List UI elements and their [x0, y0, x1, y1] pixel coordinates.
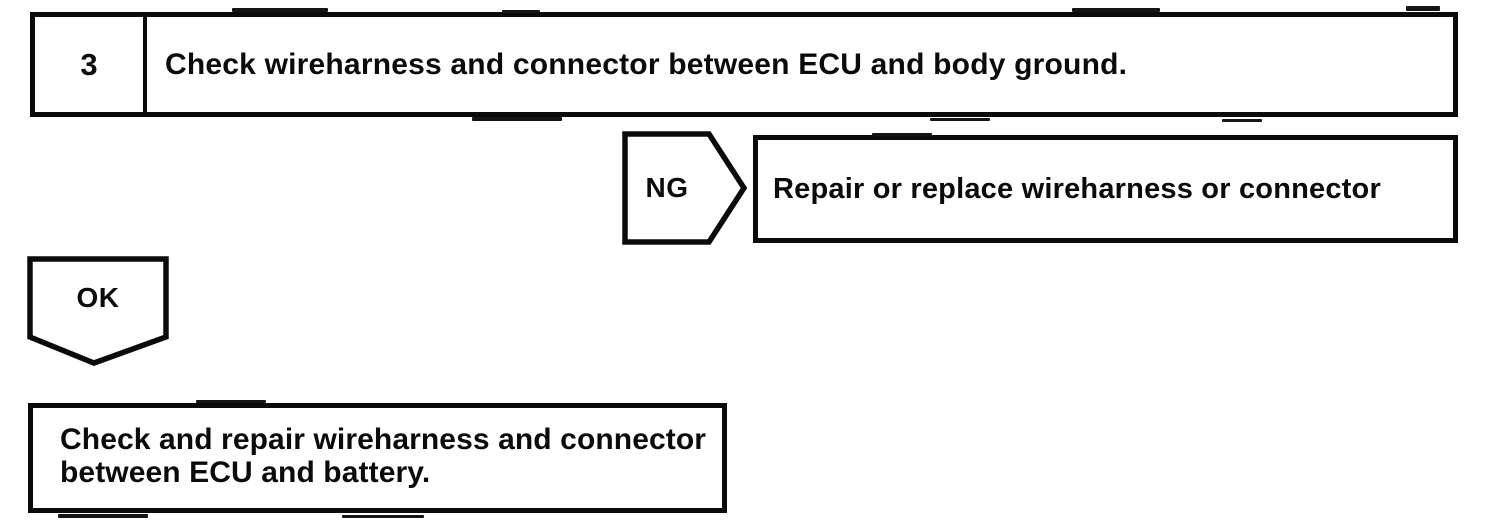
scan-artifact [872, 133, 932, 136]
scan-artifact [1072, 8, 1160, 12]
scan-artifact [502, 10, 540, 13]
ok-result-box: Check and repair wireharness and connect… [28, 403, 727, 513]
step-number: 3 [80, 46, 98, 82]
scan-artifact [232, 8, 328, 12]
step-instruction-cell: Check wireharness and connector between … [147, 17, 1453, 112]
ng-pentagon-shape [622, 131, 747, 245]
ng-action-text: Repair or replace wireharness or connect… [773, 172, 1381, 205]
ok-connector-arrow-icon [27, 256, 169, 366]
scan-artifact [472, 117, 562, 121]
scan-artifact [1222, 119, 1262, 122]
scan-artifact [1406, 6, 1440, 11]
step-instruction: Check wireharness and connector between … [165, 47, 1128, 81]
ok-result-line: between ECU and battery. [60, 456, 431, 489]
step-number-cell: 3 [35, 17, 147, 112]
step-box: 3 Check wireharness and connector betwee… [30, 12, 1458, 117]
ng-action-box: Repair or replace wireharness or connect… [753, 135, 1458, 243]
ok-result-line: Check and repair wireharness and connect… [60, 423, 707, 456]
ok-pentagon-shape [27, 256, 169, 366]
scan-artifact [342, 515, 424, 518]
ng-connector-arrow-icon [622, 131, 747, 245]
scan-artifact [196, 400, 266, 403]
scan-artifact [58, 514, 148, 518]
scan-artifact [930, 118, 990, 121]
